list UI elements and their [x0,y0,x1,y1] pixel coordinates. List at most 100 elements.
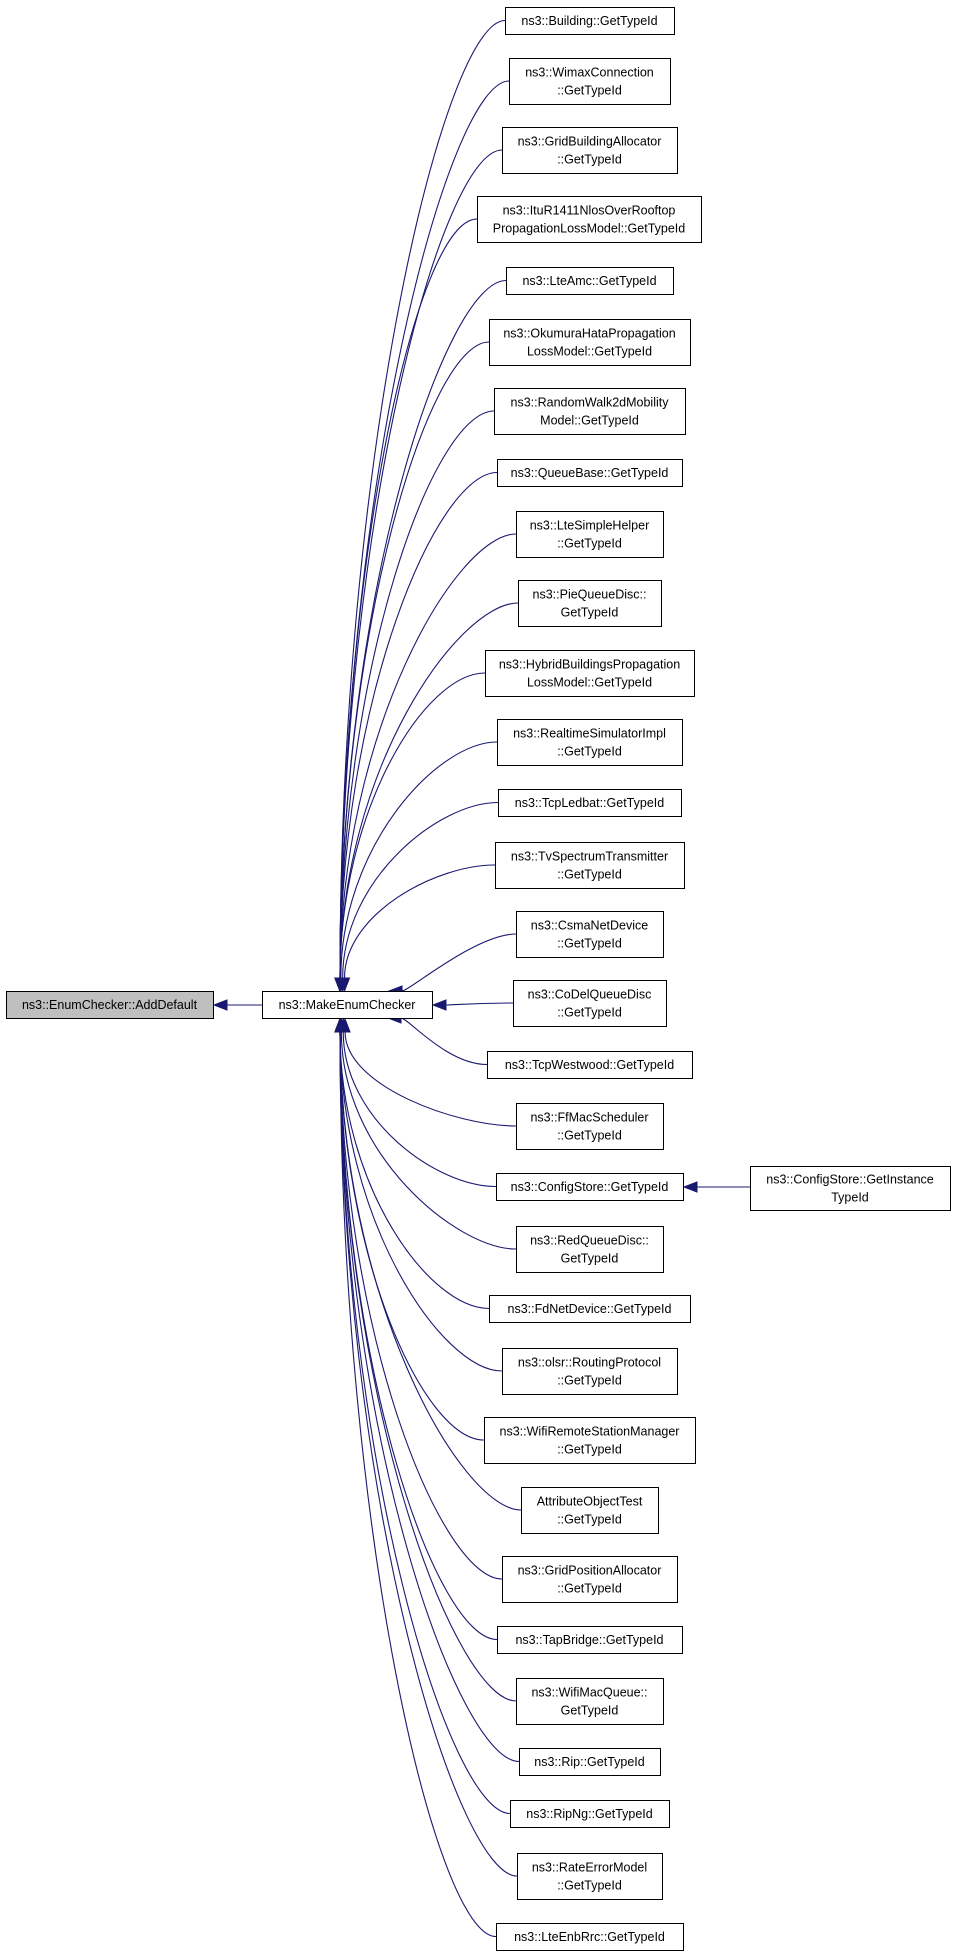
node-hub[interactable]: ns3::MakeEnumChecker [262,991,433,1019]
node-box [498,789,682,817]
node-label: ::GetTypeId [557,1129,622,1143]
edge-hybridbuildings-to-hub [339,672,486,979]
node-ltesimplehelper[interactable]: ns3::LteSimpleHelper::GetTypeId [516,511,664,558]
node-label: ns3::RipNg::GetTypeId [526,1807,653,1821]
node-realtimesim[interactable]: ns3::RealtimeSimulatorImpl::GetTypeId [497,719,683,766]
node-wifimacqueue[interactable]: ns3::WifiMacQueue::GetTypeId [516,1678,664,1725]
node-label: ns3::WifiMacQueue:: [531,1686,647,1700]
node-label: ::GetTypeId [557,745,622,759]
node-label: ::GetTypeId [557,537,622,551]
node-rip[interactable]: ns3::Rip::GetTypeId [519,1748,661,1776]
edge-itur1411-to-hub [339,218,478,979]
node-olsr[interactable]: ns3::olsr::RoutingProtocol::GetTypeId [502,1348,678,1395]
node-label: ::GetTypeId [557,84,622,98]
arrow-head-root [212,999,228,1011]
edge-gridposition-to-hub [339,1031,503,1580]
edge-csmanetdevice-to-hub [401,933,517,992]
node-box [502,127,678,174]
node-box [509,58,671,105]
node-label: ::GetTypeId [557,1513,622,1527]
edge-rip-to-hub [339,1031,520,1763]
node-label: LossModel::GetTypeId [527,345,652,359]
node-wimaxconnection[interactable]: ns3::WimaxConnection::GetTypeId [509,58,671,105]
arrow-head-lteenbrrc [334,1017,346,1033]
node-box [6,991,214,1019]
node-box [505,7,675,35]
node-ripng[interactable]: ns3::RipNg::GetTypeId [510,1800,670,1828]
edge-ripng-to-hub [339,1031,511,1815]
node-okumurahata[interactable]: ns3::OkumuraHataPropagationLossModel::Ge… [489,319,691,366]
node-label: ns3::TcpWestwood::GetTypeId [505,1058,674,1072]
edge-tvspectrum-to-hub [343,864,496,979]
node-gridbuildingallocator[interactable]: ns3::GridBuildingAllocator::GetTypeId [502,127,678,174]
node-label: ::GetTypeId [557,1879,622,1893]
node-label: ns3::RateErrorModel [532,1861,647,1875]
nodes-layer: ns3::EnumChecker::AddDefault ns3::MakeEnu… [6,7,951,1951]
node-building[interactable]: ns3::Building::GetTypeId [505,7,675,35]
node-label: ::GetTypeId [557,868,622,882]
node-queuebase[interactable]: ns3::QueueBase::GetTypeId [497,459,683,487]
node-lteamc[interactable]: ns3::LteAmc::GetTypeId [506,267,674,295]
node-label: ns3::GridPositionAllocator [518,1564,662,1578]
node-itur1411[interactable]: ns3::ItuR1411NlosOverRooftopPropagationL… [477,196,702,243]
node-label: ns3::OkumuraHataPropagation [503,327,675,341]
node-box [513,980,667,1027]
edge-fdnetdevice-to-hub [339,1031,490,1310]
edge-tcpledbat-to-hub [342,801,499,979]
node-box [516,511,664,558]
node-rateerror[interactable]: ns3::RateErrorModel::GetTypeId [517,1853,663,1900]
node-label: ns3::MakeEnumChecker [279,998,416,1012]
node-label: ns3::Building::GetTypeId [521,14,657,28]
edge-attributeobjecttest-to-hub [339,1031,522,1511]
node-label: LossModel::GetTypeId [527,676,652,690]
node-label: AttributeObjectTest [537,1495,643,1509]
node-box [506,267,674,295]
node-randomwalk2d[interactable]: ns3::RandomWalk2dMobilityModel::GetTypeI… [494,388,686,435]
edge-rateerror-to-hub [339,1031,518,1877]
node-label: PropagationLossModel::GetTypeId [493,222,686,236]
node-box [496,1173,684,1201]
edge-realtimesim-to-hub [340,741,498,979]
node-lteenbrrc[interactable]: ns3::LteEnbRrc::GetTypeId [496,1923,684,1951]
node-box [521,1487,659,1534]
node-piequeuedisc[interactable]: ns3::PieQueueDisc::GetTypeId [518,580,662,627]
node-tapbridge[interactable]: ns3::TapBridge::GetTypeId [497,1626,683,1654]
node-label: GetTypeId [561,1704,619,1718]
node-label: ns3::LteSimpleHelper [530,519,650,533]
edge-wifimacqueue-to-hub [339,1031,517,1702]
node-box [516,1226,664,1273]
node-wifiremote[interactable]: ns3::WifiRemoteStationManager::GetTypeId [484,1417,696,1464]
node-tcpwestwood[interactable]: ns3::TcpWestwood::GetTypeId [487,1051,693,1079]
node-label: ns3::GridBuildingAllocator [518,135,662,149]
node-label: ::GetTypeId [557,153,622,167]
node-label: ns3::QueueBase::GetTypeId [511,466,669,480]
node-box [518,580,662,627]
node-csmanetdevice[interactable]: ns3::CsmaNetDevice::GetTypeId [516,911,664,958]
node-box [487,1051,693,1079]
node-root[interactable]: ns3::EnumChecker::AddDefault [6,991,214,1019]
node-hybridbuildings[interactable]: ns3::HybridBuildingsPropagationLossModel… [485,650,695,697]
node-codelqueuedisc[interactable]: ns3::CoDelQueueDisc::GetTypeId [513,980,667,1027]
node-attributeobjecttest[interactable]: AttributeObjectTest::GetTypeId [521,1487,659,1534]
node-label: ::GetTypeId [557,1374,622,1388]
node-ffmacscheduler[interactable]: ns3::FfMacScheduler::GetTypeId [516,1103,664,1150]
node-label: ns3::HybridBuildingsPropagation [499,658,680,672]
node-box [497,459,683,487]
node-fdnetdevice[interactable]: ns3::FdNetDevice::GetTypeId [489,1295,691,1323]
arrow-head-getinstancetypeid [682,1181,698,1193]
node-configstore[interactable]: ns3::ConfigStore::GetTypeId [496,1173,684,1201]
node-tvspectrum[interactable]: ns3::TvSpectrumTransmitter::GetTypeId [495,842,685,889]
edge-ltesimplehelper-to-hub [339,533,517,979]
arrow-head-codelqueuedisc [431,999,447,1011]
node-box [485,650,695,697]
node-label: ns3::ConfigStore::GetTypeId [511,1180,669,1194]
node-tcpledbat[interactable]: ns3::TcpLedbat::GetTypeId [498,789,682,817]
node-gridposition[interactable]: ns3::GridPositionAllocator::GetTypeId [502,1556,678,1603]
node-redqueuedisc[interactable]: ns3::RedQueueDisc::GetTypeId [516,1226,664,1273]
node-box [497,719,683,766]
node-label: ns3::FfMacScheduler [530,1111,648,1125]
node-box [489,1295,691,1323]
edge-queuebase-to-hub [339,471,498,979]
